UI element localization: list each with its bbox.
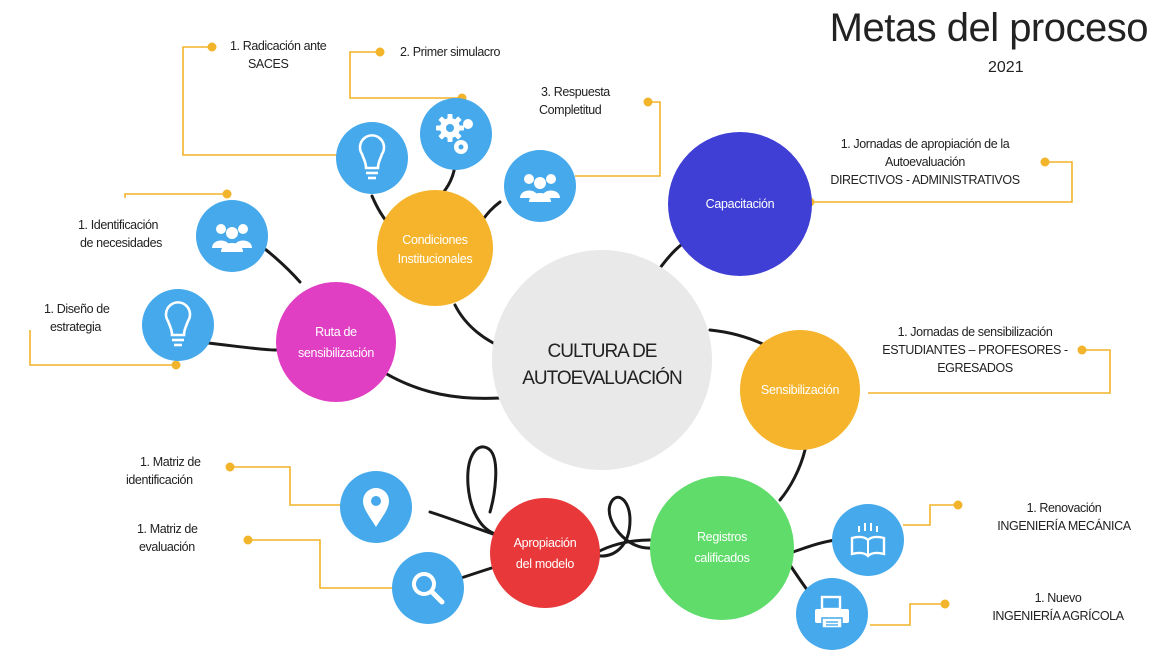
page-title: Metas del proceso (830, 6, 1148, 50)
node-capacitacion: Capacitación (668, 132, 812, 276)
label-connectors (29, 46, 1111, 626)
label-renovacion: 1. Renovación INGENIERÍA MECÁNICA (997, 501, 1132, 533)
open-book-icon (832, 504, 904, 576)
label-radicacion-line-2: SACES (248, 57, 288, 71)
node-condiciones-line-1: Condiciones (402, 233, 468, 247)
label-radicacion: 1. Radicación ante SACES (230, 39, 327, 71)
label-jornadas-apropiacion-line-2: Autoevaluación (885, 155, 965, 169)
label-identificacion-necesidades: 1. Identificación de necesidades (78, 218, 163, 250)
center-node: CULTURA DE AUTOEVALUACIÓN (492, 250, 712, 470)
node-ruta-line-2: sensibilización (298, 346, 374, 360)
label-jornadas-sensibilizacion-line-2: ESTUDIANTES – PROFESORES - (882, 343, 1068, 357)
label-matriz-identificacion: 1. Matriz de identificación (126, 455, 201, 487)
label-nuevo: 1. Nuevo INGENIERÍA AGRÍCOLA (992, 591, 1125, 623)
lightbulb-icon (336, 122, 408, 194)
node-sensibilizacion-line-1: Sensibilización (761, 383, 840, 397)
people-group-icon-left (196, 200, 268, 272)
node-registros-calificados: Registros calificados (650, 476, 794, 620)
node-ruta-de-sensibilizacion: Ruta de sensibilización (276, 282, 396, 402)
label-renovacion-line-1: 1. Renovación (1027, 501, 1102, 515)
node-sensibilizacion: Sensibilización (740, 330, 860, 450)
node-registros-line-2: calificados (694, 551, 749, 565)
label-matriz-identificacion-line-1: 1. Matriz de (140, 455, 201, 469)
gears-icon (420, 98, 492, 170)
label-identificacion-line-2: de necesidades (80, 236, 162, 250)
label-diseno-line-1: 1. Diseño de (44, 302, 110, 316)
label-jornadas-sensibilizacion: 1. Jornadas de sensibilización ESTUDIANT… (882, 325, 1068, 375)
label-respuesta-line-2: Completitud (539, 103, 602, 117)
label-respuesta: 3. Respuesta Completitud (539, 85, 611, 117)
lightbulb-icon-left (142, 289, 214, 361)
node-condiciones-institucionales: Condiciones Institucionales (377, 190, 493, 306)
node-condiciones-line-2: Institucionales (398, 252, 473, 266)
node-registros-line-1: Registros (697, 530, 747, 544)
center-line-1: CULTURA DE (548, 341, 657, 362)
node-capacitacion-line-1: Capacitación (706, 197, 775, 211)
label-matriz-evaluacion-line-2: evaluación (139, 540, 195, 554)
printer-icon (796, 578, 868, 650)
label-nuevo-line-2: INGENIERÍA AGRÍCOLA (992, 608, 1124, 623)
label-radicacion-line-1: 1. Radicación ante (230, 39, 327, 53)
label-diseno: 1. Diseño de estrategia (44, 302, 110, 334)
node-apropiacion-line-1: Apropiación (514, 536, 577, 550)
node-ruta-line-1: Ruta de (315, 325, 357, 339)
label-diseno-line-2: estrategia (50, 320, 101, 334)
label-jornadas-sensibilizacion-line-1: 1. Jornadas de sensibilización (898, 325, 1053, 339)
label-simulacro: 2. Primer simulacro (400, 45, 501, 59)
label-identificacion-line-1: 1. Identificación (78, 218, 159, 232)
label-renovacion-line-2: INGENIERÍA MECÁNICA (997, 518, 1131, 533)
node-apropiacion-line-2: del modelo (516, 557, 574, 571)
label-jornadas-sensibilizacion-line-3: EGRESADOS (937, 361, 1013, 375)
label-matriz-evaluacion-line-1: 1. Matriz de (137, 522, 198, 536)
center-line-2: AUTOEVALUACIÓN (522, 367, 682, 389)
label-respuesta-line-1: 3. Respuesta (541, 85, 610, 99)
label-jornadas-apropiacion-line-3: DIRECTIVOS - ADMINISTRATIVOS (830, 173, 1019, 187)
people-group-icon (504, 150, 576, 222)
magnifier-icon (392, 552, 464, 624)
label-jornadas-apropiacion-line-1: 1. Jornadas de apropiación de la (841, 137, 1010, 151)
label-matriz-identificacion-line-2: identificación (126, 473, 193, 487)
label-matriz-evaluacion: 1. Matriz de evaluación (137, 522, 198, 554)
label-jornadas-apropiacion: 1. Jornadas de apropiación de la Autoeva… (830, 137, 1020, 187)
label-simulacro-line-1: 2. Primer simulacro (400, 45, 501, 59)
location-pin-icon (340, 471, 412, 543)
node-apropiacion-del-modelo: Apropiación del modelo (490, 498, 600, 608)
page-year: 2021 (988, 59, 1024, 76)
label-nuevo-line-1: 1. Nuevo (1035, 591, 1082, 605)
